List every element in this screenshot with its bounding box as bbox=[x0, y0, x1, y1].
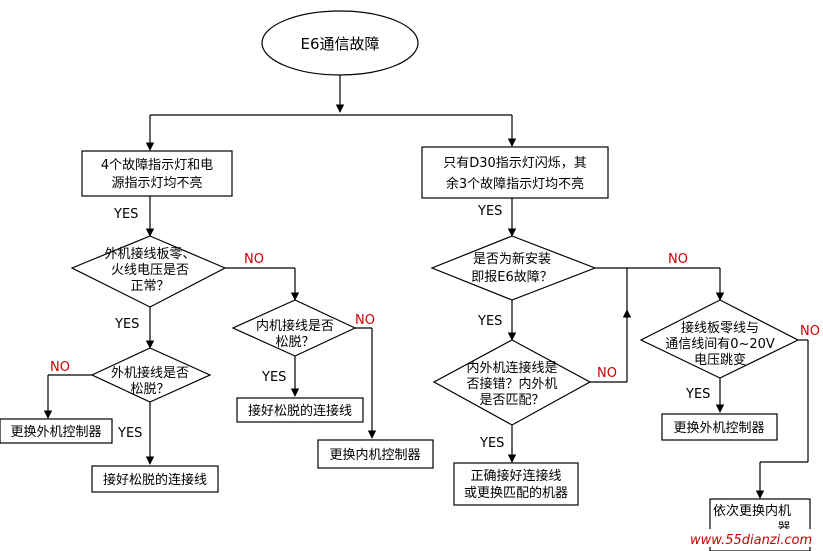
yes-label: YES bbox=[114, 317, 139, 332]
q5-line2: 否接错？内外机 bbox=[466, 376, 557, 392]
result-replace-outdoor: 更换外机控制器 bbox=[0, 418, 113, 444]
yes-label: YES bbox=[113, 207, 138, 222]
result-replace-outdoor-label: 更换外机控制器 bbox=[10, 425, 101, 440]
decision-q4: 是否为新安装 即报E6故障？ bbox=[430, 235, 597, 301]
q2-line2: 松脱？ bbox=[130, 382, 169, 397]
decision-q3: 内机接线是否 松脱？ bbox=[231, 299, 357, 357]
result-replace-outdoor2-label: 更换外机控制器 bbox=[673, 421, 764, 436]
q4-line2: 即报E6故障？ bbox=[471, 270, 553, 285]
no-label: NO bbox=[800, 324, 820, 339]
q1-line1: 外机接线板零、 bbox=[104, 246, 195, 262]
right-condition-box: 只有D30指示灯闪烁，其 余3个故障指示灯均不亮 bbox=[421, 146, 609, 199]
left-condition-line2: 源指示灯均不亮 bbox=[111, 175, 202, 191]
yes-label: YES bbox=[479, 436, 504, 451]
yes-label: YES bbox=[477, 314, 502, 329]
yes-label: YES bbox=[685, 387, 710, 402]
decision-q5: 内外机连接线是 否接错？内外机 是否匹配？ bbox=[432, 339, 592, 426]
start-label: E6通信故障 bbox=[300, 35, 379, 53]
start-node: E6通信故障 bbox=[261, 10, 419, 76]
watermark: www.55dianzi.com bbox=[690, 533, 812, 548]
yes-label: YES bbox=[261, 370, 286, 385]
q2-line1: 外机接线是否 bbox=[111, 365, 189, 381]
result-replace-indoor-seq-line1: 依次更换内机 bbox=[713, 503, 791, 519]
result-replace-indoor: 更换内机控制器 bbox=[317, 439, 434, 469]
q1-line3: 正常？ bbox=[130, 279, 169, 294]
result-reconnect-loose-2: 接好松脱的连接线 bbox=[236, 397, 364, 423]
result-fix-wiring: 正确接好连接线 或更换匹配的机器 bbox=[453, 462, 579, 506]
result-fix-wiring-line2: 或更换匹配的机器 bbox=[464, 485, 568, 501]
result-replace-outdoor-2: 更换外机控制器 bbox=[661, 413, 778, 441]
result-reconnect2-label: 接好松脱的连接线 bbox=[248, 403, 352, 419]
yes-label: YES bbox=[477, 204, 502, 219]
no-label: NO bbox=[50, 360, 70, 375]
no-label: NO bbox=[355, 313, 375, 328]
decision-q2: 外机接线是否 松脱？ bbox=[90, 347, 212, 403]
yes-label: YES bbox=[117, 426, 142, 441]
q1-line2: 火线电压是否 bbox=[111, 263, 189, 278]
right-condition-line2: 余3个故障指示灯均不亮 bbox=[446, 176, 584, 192]
no-label: NO bbox=[244, 252, 264, 267]
result-replace-indoor-label: 更换内机控制器 bbox=[329, 447, 420, 463]
decision-q1: 外机接线板零、 火线电压是否 正常？ bbox=[70, 235, 227, 308]
q3-line1: 内机接线是否 bbox=[256, 318, 334, 334]
right-condition-line1: 只有D30指示灯闪烁，其 bbox=[443, 156, 587, 171]
result-reconnect-loose: 接好松脱的连接线 bbox=[91, 465, 219, 493]
result-reconnect-label: 接好松脱的连接线 bbox=[103, 472, 207, 488]
q6-line2: 通信线间有0~20V bbox=[665, 337, 775, 352]
result-fix-wiring-line1: 正确接好连接线 bbox=[470, 468, 561, 484]
connectors bbox=[43, 75, 809, 499]
decision-q6: 接线板零线与 通信线间有0~20V 电压跳变 bbox=[639, 299, 800, 379]
q3-line2: 松脱？ bbox=[275, 335, 314, 350]
left-condition-box: 4个故障指示灯和电 源指示灯均不亮 bbox=[81, 150, 233, 197]
q5-line3: 是否匹配？ bbox=[479, 393, 544, 408]
no-label: NO bbox=[668, 252, 688, 267]
no-label: NO bbox=[597, 366, 617, 381]
q6-line3: 电压跳变 bbox=[694, 352, 746, 368]
q6-line1: 接线板零线与 bbox=[681, 320, 759, 336]
q5-line1: 内外机连接线是 bbox=[466, 360, 557, 376]
left-condition-line1: 4个故障指示灯和电 bbox=[101, 158, 213, 173]
q4-line1: 是否为新安装 bbox=[473, 251, 551, 267]
